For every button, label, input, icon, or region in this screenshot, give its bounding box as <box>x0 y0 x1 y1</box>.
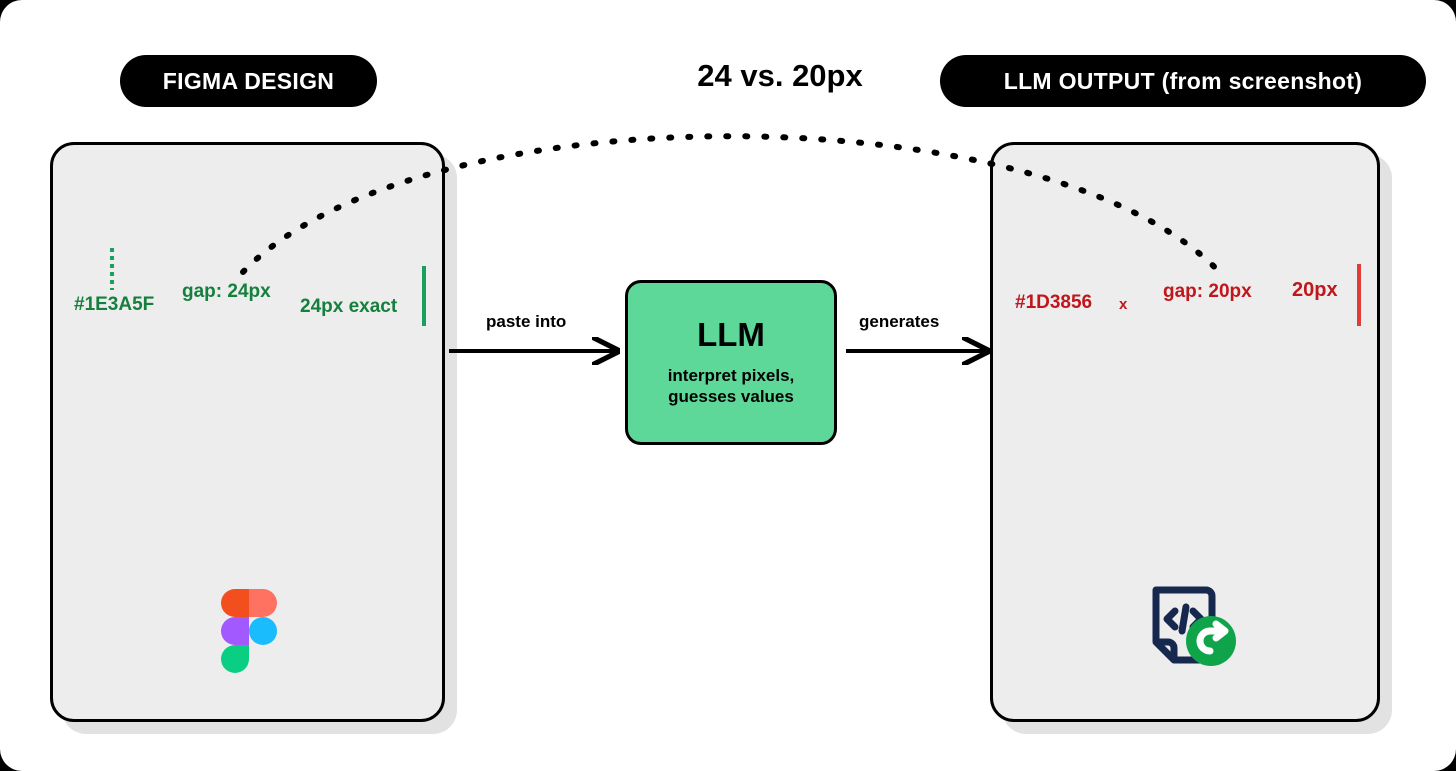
figma-design-label-pill: FIGMA DESIGN <box>120 55 377 107</box>
headline-comparison: 24 vs. 20px <box>697 58 863 93</box>
flow-label-generates: generates <box>859 312 940 331</box>
llm-node-subtitle-line-2: guesses values <box>668 387 794 406</box>
code-export-document-icon <box>1148 580 1238 668</box>
llm-node-title: LLM <box>697 315 765 353</box>
flow-label-paste-into: paste into <box>486 312 567 331</box>
left-hex-annotation: #1E3A5F <box>74 294 155 315</box>
left-exact-annotation: 24px exact <box>300 296 398 317</box>
llm-node: LLM interpret pixels, guesses values <box>625 280 837 445</box>
llm-node-subtitle-line-1: interpret pixels, <box>667 365 795 385</box>
right-hex-mismatch-mark: x <box>1119 296 1128 313</box>
right-hex-annotation: #1D3856 <box>1015 292 1093 313</box>
dotted-measure-marker-icon <box>110 248 114 290</box>
llm-output-label-pill: LLM OUTPUT (from screenshot) <box>940 55 1426 107</box>
right-gap-annotation: gap: 20px <box>1163 281 1252 302</box>
red-measure-bar-icon <box>1357 264 1361 326</box>
llm-node-subtitle: interpret pixels, guesses values <box>668 365 795 408</box>
green-measure-bar-icon <box>422 266 426 326</box>
left-gap-annotation: gap: 24px <box>182 281 271 302</box>
right-px-annotation: 20px <box>1292 279 1338 301</box>
figma-logo-icon <box>221 589 277 673</box>
